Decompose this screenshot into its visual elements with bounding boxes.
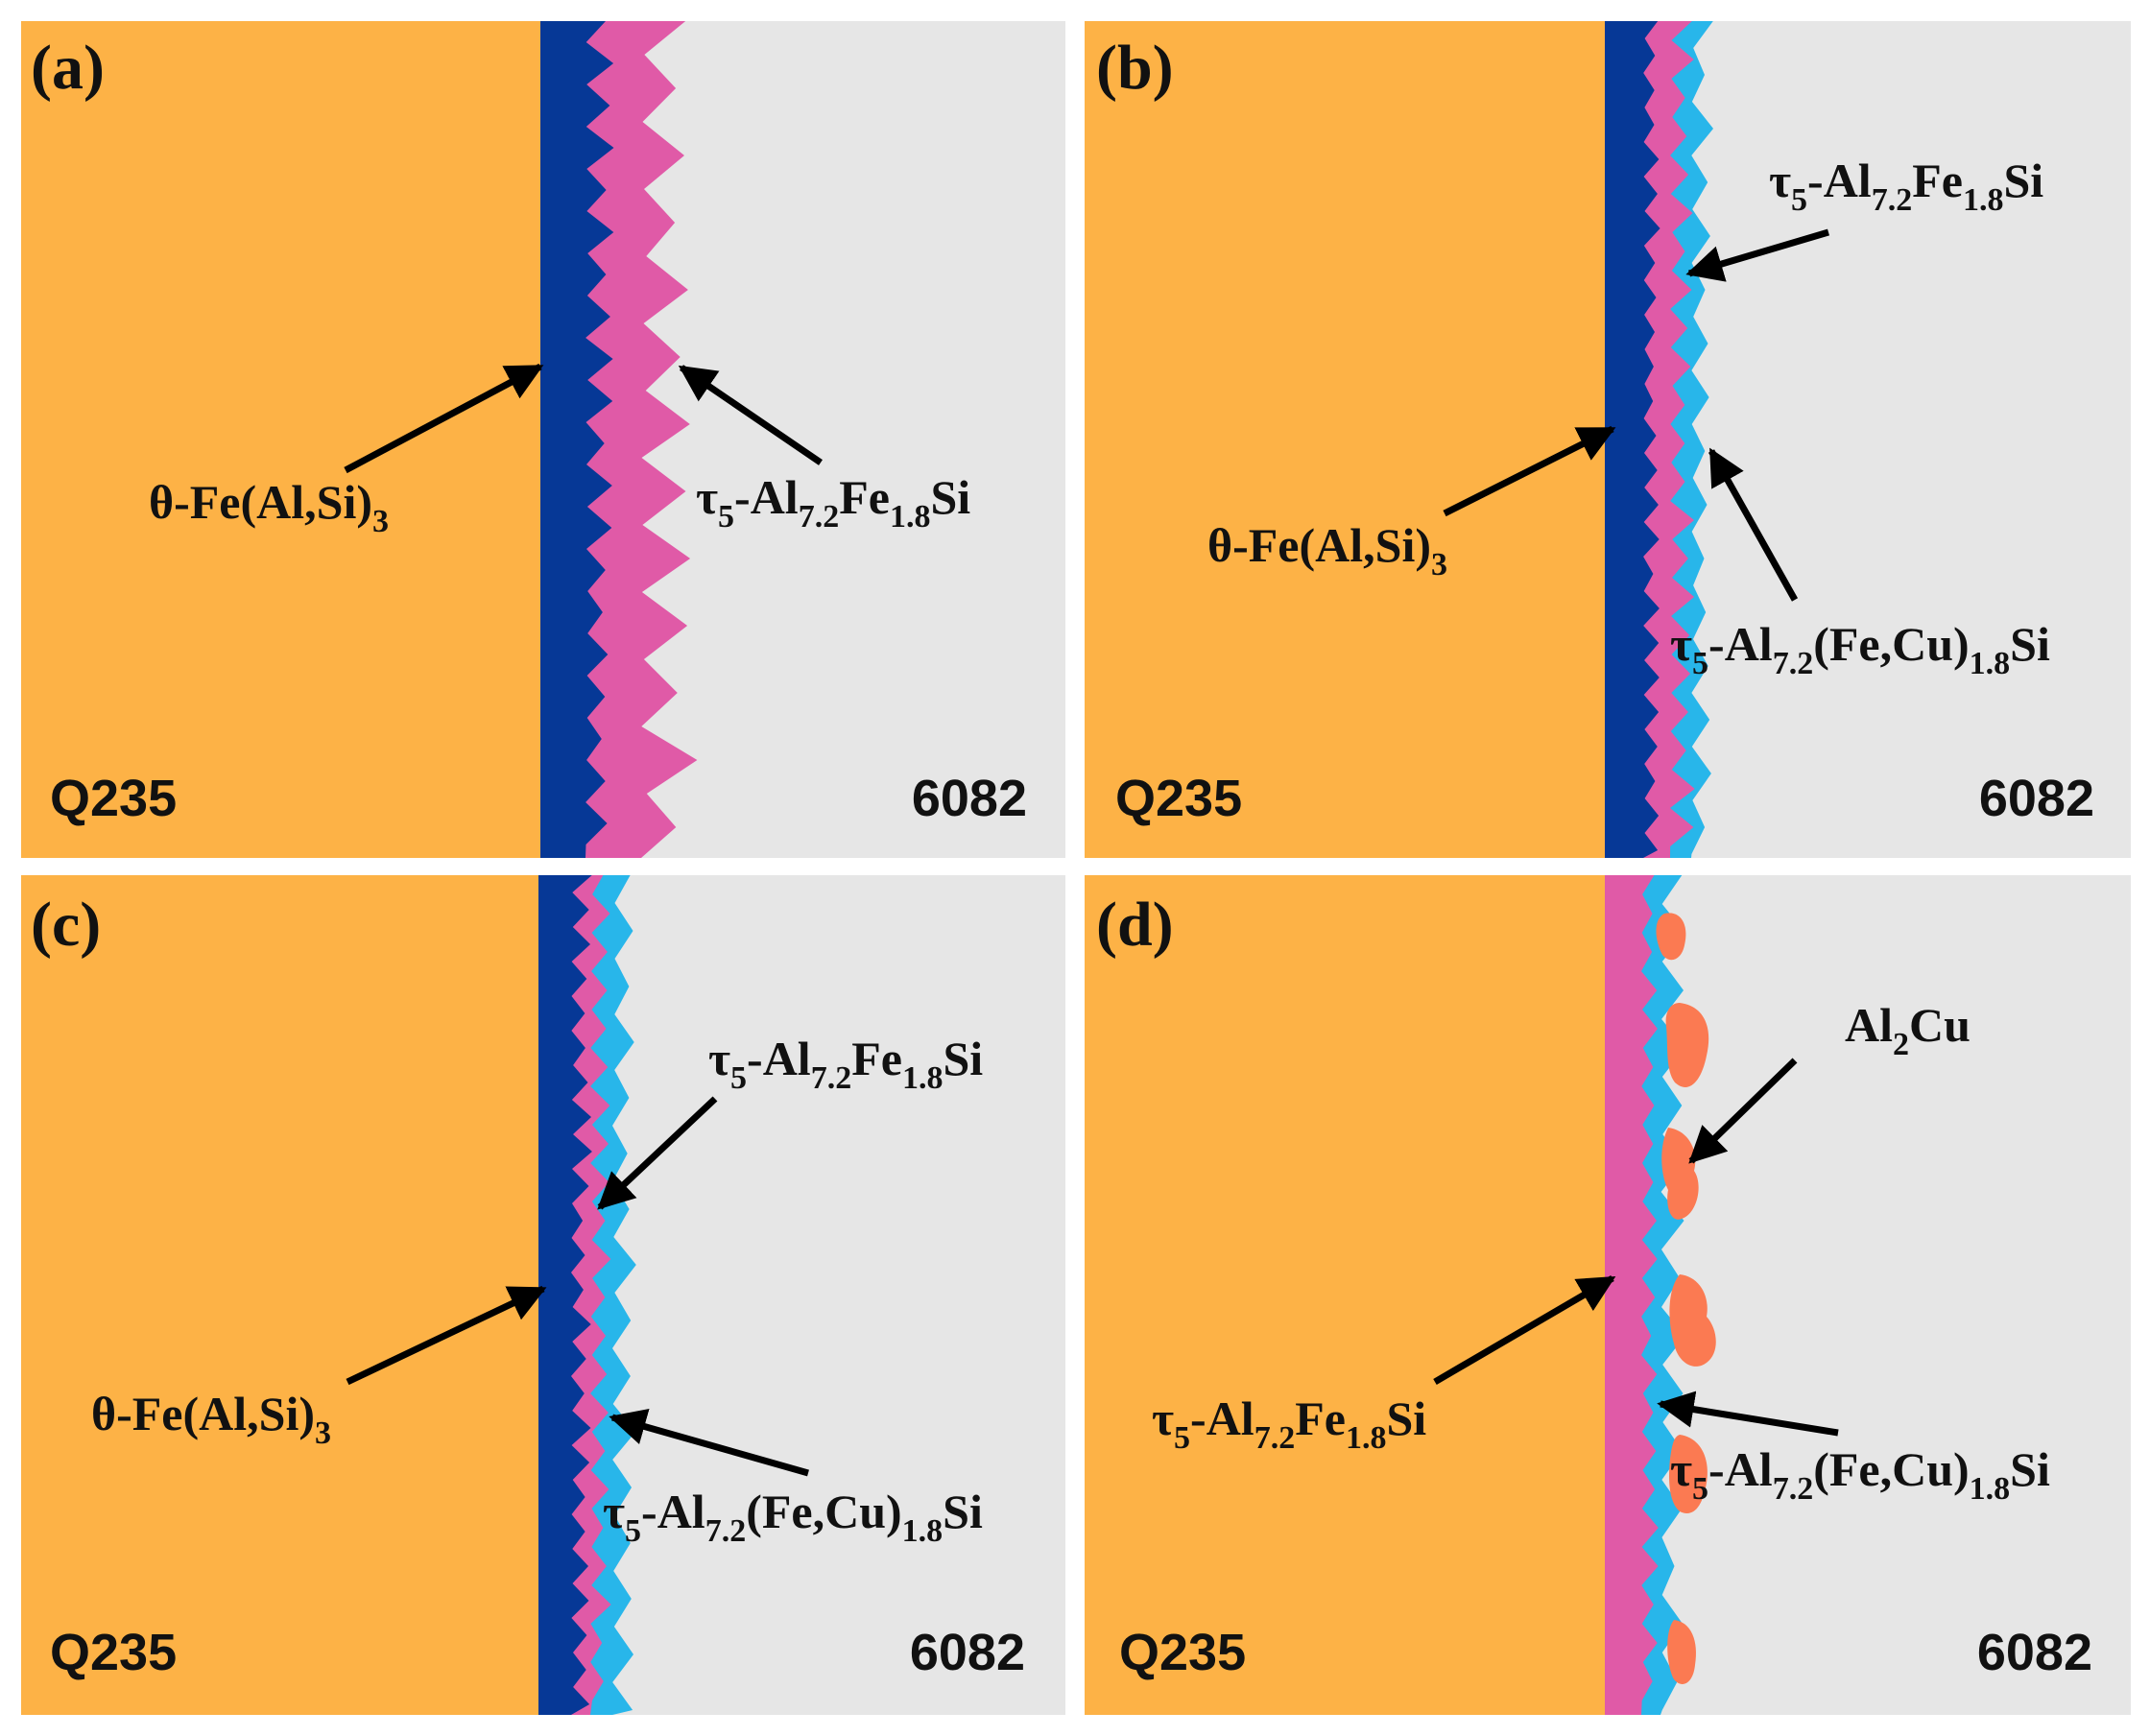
panel-label: (d) (1096, 890, 1174, 960)
arrow-tau5 (678, 365, 823, 465)
annotation-tau5: τ5-Al7.2Fe1.8Si (708, 1032, 983, 1096)
arrow-al2cu (1688, 1058, 1798, 1164)
steel-q235-region (21, 21, 542, 858)
panel-label: (a) (31, 33, 105, 103)
annotation-theta: θ-Fe(Al,Si)3 (1207, 518, 1447, 583)
left-material-label: Q235 (1119, 1624, 1246, 1681)
al2cu-particle (1665, 1003, 1709, 1087)
annotation-tau5: τ5-Al7.2Fe1.8Si (1769, 154, 2043, 218)
annotation-al2cu: Al2Cu (1845, 998, 1971, 1062)
annotation-tau5: τ5-Al7.2Fe1.8Si (696, 470, 970, 535)
tau5-cu-layer (585, 875, 636, 1715)
al2cu-particle (1669, 1435, 1708, 1513)
arrow-tau5-cu (1708, 447, 1799, 602)
arrow-tau5 (1433, 1274, 1616, 1386)
arrow-tau5 (1685, 228, 1829, 282)
left-material-label: Q235 (1115, 770, 1242, 827)
al2cu-particles (1656, 913, 1716, 1684)
al2cu-particle (1667, 1620, 1697, 1684)
tau5-cu-layer (1665, 21, 1713, 858)
right-material-label: 6082 (1979, 770, 2094, 827)
panel-c: (c) Q235 6082 τ5-Al7.2Fe1.8Si θ-Fe(Al,Si… (21, 875, 1065, 1715)
right-material-label: 6082 (912, 770, 1027, 827)
annotation-tau5-cu: τ5-Al7.2(Fe,Cu)1.8Si (1670, 1442, 2050, 1507)
arrow-theta (344, 363, 544, 474)
steel-q235-region (1085, 875, 1607, 1715)
left-material-label: Q235 (50, 770, 177, 827)
steel-q235-region (1085, 21, 1606, 858)
panel-b: (b) Q235 6082 τ5-Al7.2Fe1.8Si θ-Fe(Al,Si… (1085, 21, 2131, 858)
annotation-tau5-cu: τ5-Al7.2(Fe,Cu)1.8Si (1670, 617, 2050, 681)
left-material-label: Q235 (50, 1624, 177, 1681)
arrow-tau5-cu (609, 1408, 809, 1477)
al2cu-particle (1669, 1274, 1716, 1367)
panel-label: (c) (31, 890, 101, 960)
panel-label: (b) (1096, 33, 1174, 103)
annotation-tau5-cu: τ5-Al7.2(Fe,Cu)1.8Si (603, 1485, 983, 1549)
tau5-layer (1605, 875, 1659, 1715)
annotation-tau5: τ5-Al7.2Fe1.8Si (1152, 1391, 1426, 1456)
arrow-tau5-cu (1657, 1391, 1839, 1437)
theta-layer (538, 875, 592, 1715)
arrow-theta (1443, 425, 1616, 517)
panel-a: (a) Q235 6082 θ-Fe(Al,Si)3 τ5-Al7.2Fe1.8… (21, 21, 1065, 858)
arrow-theta (346, 1285, 547, 1386)
right-material-label: 6082 (910, 1624, 1025, 1681)
steel-q235-region (21, 875, 540, 1715)
annotation-theta: θ-Fe(Al,Si)3 (149, 475, 389, 539)
tau5-cu-layer (1636, 875, 1685, 1715)
arrow-tau5 (597, 1096, 718, 1210)
theta-layer (1605, 21, 1660, 858)
panel-d: (d) Q235 6082 Al2Cu τ5-Al7.2Fe1.8Si τ5-A… (1085, 875, 2131, 1715)
annotation-theta: θ-Fe(Al,Si)3 (91, 1387, 331, 1451)
theta-layer (540, 21, 614, 858)
al2cu-particle (1656, 913, 1686, 961)
right-material-label: 6082 (1977, 1624, 2092, 1681)
